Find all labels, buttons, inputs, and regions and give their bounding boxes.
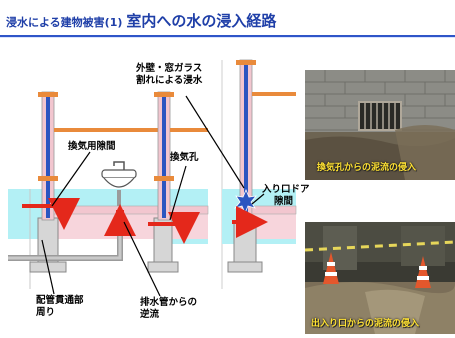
middle-building: [147, 91, 209, 273]
photo-entrance: 出入り口からの泥流の侵入: [304, 222, 455, 334]
label-door-gap-line1: 入り口ドア: [262, 184, 310, 195]
water-intrusion-diagram: [8, 59, 297, 297]
foundation-right: [233, 221, 257, 267]
page-title: 浸水による建物被害(1)室内への水の浸入経路: [6, 10, 276, 31]
label-drain-line1: 排水管からの: [140, 297, 198, 308]
caption-vent-hole: 換気孔からの泥流の侵入: [317, 163, 417, 173]
title-rule-highlight: [0, 37, 455, 38]
label-door-gap-line2: 隙間: [274, 196, 294, 207]
label-drain-backflow: 排水管からの 逆流: [140, 297, 197, 321]
label-wall-window: 外壁・窓ガラス 割れによる浸水: [136, 63, 202, 87]
floor-left: [53, 205, 159, 215]
label-drain-line2: 逆流: [140, 309, 160, 320]
label-pipe-line1: 配管貫通部: [36, 295, 84, 306]
label-vent-hole: 換気孔: [170, 152, 199, 163]
label-wall-window-line2: 割れによる浸水: [136, 75, 203, 86]
arrow-vent-gap: [22, 197, 80, 230]
photo-vent-hole: 換気孔からの泥流の侵入: [305, 70, 455, 180]
header: 浸水による建物被害(1)室内への水の浸入経路: [0, 0, 455, 44]
label-pipe-penetration: 配管貫通部 周り: [36, 295, 84, 319]
caption-entrance: 出入り口からの泥流の侵入: [311, 319, 420, 329]
arrow-vent-hole: [148, 211, 200, 244]
interior-floor-left: [54, 214, 158, 239]
label-vent-gap: 換気用隙間: [68, 141, 116, 152]
sink-icon: [101, 161, 137, 206]
leader-lines: [41, 95, 265, 297]
title-subtitle: 浸水による建物被害(1): [6, 16, 123, 29]
label-pipe-line2: 周り: [36, 307, 56, 318]
right-building: [221, 59, 297, 289]
left-building: [8, 91, 159, 289]
label-door-gap: 入り口ドア 隙間: [262, 184, 310, 208]
title-main: 室内への水の浸入経路: [126, 12, 277, 30]
title-rule: [0, 35, 455, 37]
label-wall-window-line1: 外壁・窓ガラス: [136, 63, 203, 74]
